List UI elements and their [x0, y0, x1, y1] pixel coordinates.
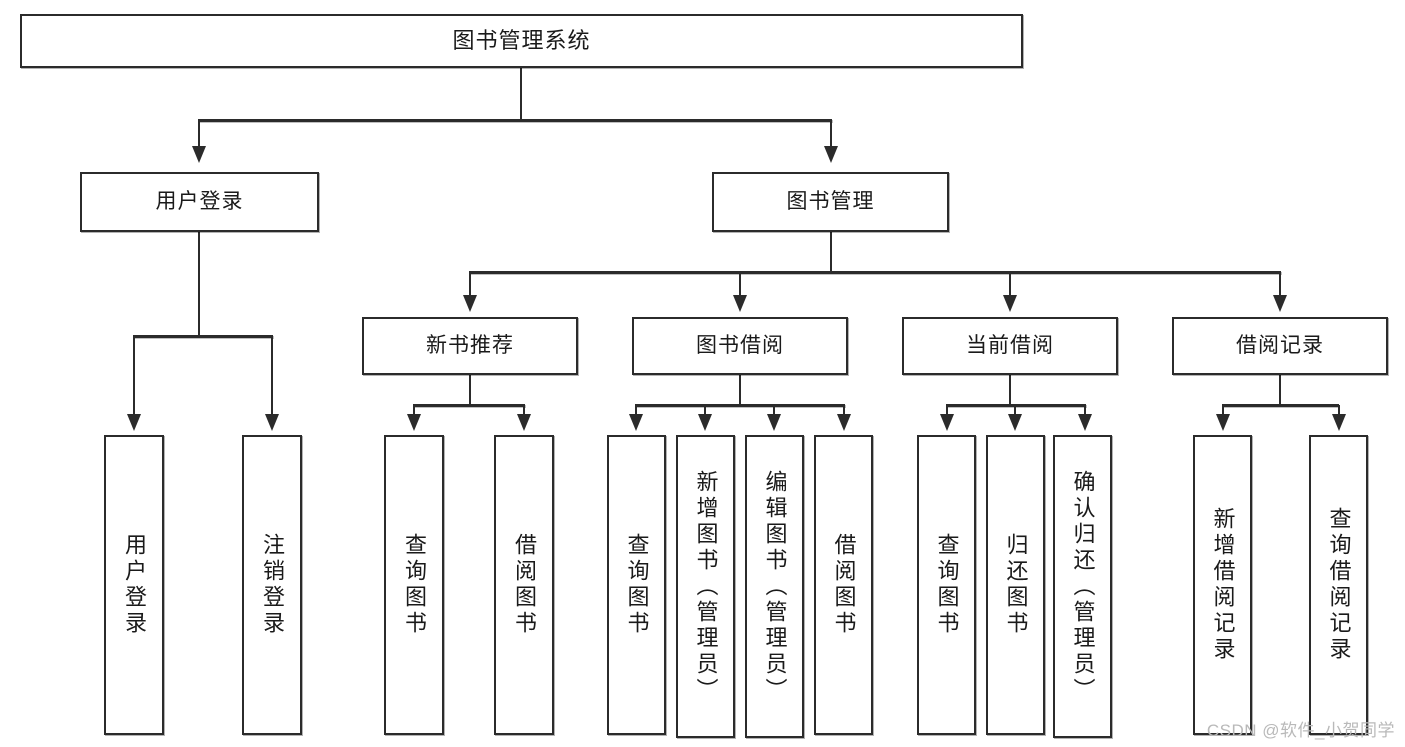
arrow-current-borrow-to-leaf-2	[1078, 414, 1092, 431]
arrow-book-borrow-to-leaf-3	[837, 414, 851, 431]
connector-bm-to-current-borrow	[1009, 272, 1011, 297]
leaf-book-borrow-3[interactable]: 借阅图书	[814, 435, 873, 735]
node-label: 用户登录	[122, 533, 147, 637]
node-new-book-recommendation[interactable]: 新书推荐	[362, 317, 578, 375]
arrow-current-borrow-to-leaf-1	[1008, 414, 1022, 431]
connector-book-borrow-to-leaf-3	[843, 405, 845, 417]
leaf-new-book-0[interactable]: 查询图书	[384, 435, 444, 735]
connector-book-management-bus	[469, 271, 1281, 274]
connector-user-login-to-leaf-1	[271, 336, 273, 416]
connector-book-management-stem	[830, 232, 832, 273]
node-book-management[interactable]: 图书管理	[712, 172, 949, 232]
arrow-book-borrow-to-leaf-0	[629, 414, 643, 431]
connector-borrow-record-bus	[1222, 404, 1339, 407]
node-label: 当前借阅	[966, 333, 1054, 357]
node-label: 查询借阅记录	[1326, 507, 1352, 663]
node-label: 新增借阅记录	[1210, 507, 1236, 663]
node-label: 查询图书	[934, 533, 960, 637]
node-label: 编辑图书（管理员）	[762, 469, 788, 704]
node-current-borrow[interactable]: 当前借阅	[902, 317, 1118, 375]
arrow-new-book-to-leaf-1	[517, 414, 531, 431]
node-label: 注销登录	[260, 533, 285, 637]
connector-current-borrow-to-leaf-2	[1084, 405, 1086, 417]
leaf-book-borrow-0[interactable]: 查询图书	[607, 435, 666, 735]
leaf-user-login-1[interactable]: 注销登录	[242, 435, 302, 735]
connector-root-to-book-management	[830, 120, 832, 148]
connector-root-bus	[198, 119, 832, 122]
arrow-book-borrow-to-leaf-1	[698, 414, 712, 431]
leaf-borrow-record-1[interactable]: 查询借阅记录	[1309, 435, 1368, 735]
arrow-bm-to-current-borrow	[1003, 295, 1017, 312]
connector-new-book-to-leaf-1	[523, 405, 525, 417]
node-borrow-record[interactable]: 借阅记录	[1172, 317, 1388, 375]
arrow-borrow-record-to-leaf-1	[1332, 414, 1346, 431]
connector-current-borrow-stem	[1009, 375, 1011, 406]
node-label: 查询图书	[402, 533, 427, 637]
node-root-book-management-system[interactable]: 图书管理系统	[20, 14, 1023, 68]
arrow-root-to-book-management	[824, 146, 838, 163]
connector-root-to-user-login	[198, 120, 200, 148]
node-label: 新增图书（管理员）	[693, 469, 719, 704]
connector-borrow-record-to-leaf-1	[1338, 405, 1340, 417]
arrow-user-login-to-leaf-1	[265, 414, 279, 431]
arrow-bm-to-book-borrow	[733, 295, 747, 312]
connector-bm-to-book-borrow	[739, 272, 741, 297]
node-label: 借阅图书	[512, 533, 537, 637]
leaf-new-book-1[interactable]: 借阅图书	[494, 435, 554, 735]
connector-book-borrow-to-leaf-0	[635, 405, 637, 417]
arrow-root-to-user-login	[192, 146, 206, 163]
node-user-login[interactable]: 用户登录	[80, 172, 319, 232]
connector-root-stem	[520, 68, 522, 120]
connector-current-borrow-to-leaf-0	[946, 405, 948, 417]
connector-bm-to-borrow-record	[1279, 272, 1281, 297]
node-label: 图书借阅	[696, 333, 784, 357]
node-label: 图书管理	[786, 189, 875, 213]
arrow-book-borrow-to-leaf-2	[767, 414, 781, 431]
connector-current-borrow-to-leaf-1	[1014, 405, 1016, 417]
arrow-bm-to-borrow-record	[1273, 295, 1287, 312]
leaf-book-borrow-1[interactable]: 新增图书（管理员）	[676, 435, 735, 738]
node-label: 借阅记录	[1236, 333, 1324, 357]
leaf-current-borrow-0[interactable]: 查询图书	[917, 435, 976, 735]
connector-bm-to-new-book	[469, 272, 471, 297]
node-label: 确认归还（管理员）	[1070, 469, 1096, 704]
connector-new-book-to-leaf-0	[413, 405, 415, 417]
connector-user-login-stem	[198, 232, 200, 336]
arrow-bm-to-new-book	[463, 295, 477, 312]
connector-user-login-to-leaf-0	[133, 336, 135, 416]
connector-book-borrow-bus	[635, 404, 845, 407]
node-label: 用户登录	[155, 189, 244, 213]
node-label: 归还图书	[1003, 533, 1029, 637]
connector-new-book-stem	[469, 375, 471, 406]
arrow-borrow-record-to-leaf-0	[1216, 414, 1230, 431]
arrow-current-borrow-to-leaf-0	[940, 414, 954, 431]
leaf-borrow-record-0[interactable]: 新增借阅记录	[1193, 435, 1252, 735]
connector-current-borrow-bus	[946, 404, 1086, 407]
node-label: 查询图书	[624, 533, 650, 637]
connector-book-borrow-stem	[739, 375, 741, 406]
connector-book-borrow-to-leaf-2	[773, 405, 775, 417]
leaf-current-borrow-1[interactable]: 归还图书	[986, 435, 1045, 735]
connector-user-login-bus	[133, 335, 273, 338]
leaf-user-login-0[interactable]: 用户登录	[104, 435, 164, 735]
arrow-new-book-to-leaf-0	[407, 414, 421, 431]
arrow-user-login-to-leaf-0	[127, 414, 141, 431]
connector-book-borrow-to-leaf-1	[704, 405, 706, 417]
node-label: 图书管理系统	[452, 28, 591, 54]
leaf-current-borrow-2[interactable]: 确认归还（管理员）	[1053, 435, 1112, 738]
node-label: 新书推荐	[426, 333, 514, 357]
connector-borrow-record-stem	[1279, 375, 1281, 406]
leaf-book-borrow-2[interactable]: 编辑图书（管理员）	[745, 435, 804, 738]
node-label: 借阅图书	[831, 533, 857, 637]
node-book-borrow[interactable]: 图书借阅	[632, 317, 848, 375]
connector-borrow-record-to-leaf-0	[1222, 405, 1224, 417]
connector-new-book-bus	[413, 404, 525, 407]
